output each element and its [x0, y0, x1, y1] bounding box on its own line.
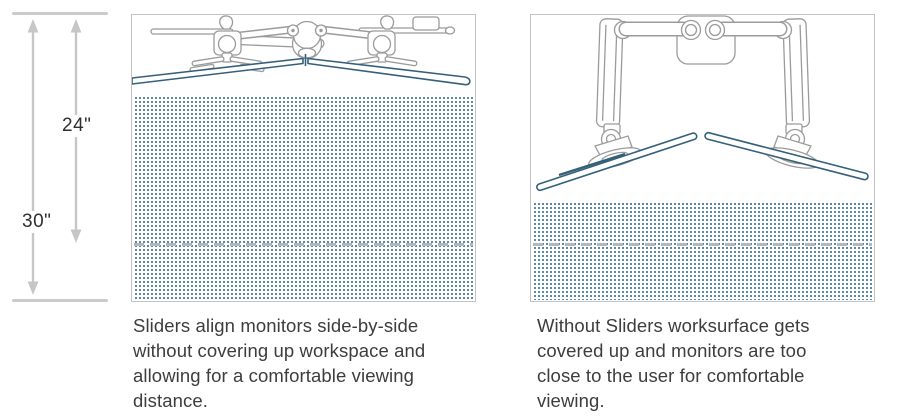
- workspace-dots-area: [532, 201, 873, 300]
- dimension-arrows-icon: [27, 19, 82, 295]
- monitor-arm-without-sliders-icon: [536, 15, 869, 192]
- workspace-dots-area: [133, 95, 474, 300]
- dimension-line-bottom: [12, 299, 108, 302]
- measurement-column: 24" 30": [0, 0, 125, 419]
- user-position-dashed-line: [533, 243, 872, 246]
- dimension-label-24in: 24": [59, 115, 95, 137]
- panel-without-sliders: [530, 14, 875, 302]
- user-position-dashed-line: [134, 243, 473, 246]
- caption-without-sliders: Without Sliders worksurface gets covered…: [537, 315, 810, 411]
- panel-with-sliders: [131, 14, 476, 302]
- dimension-line-top: [12, 12, 108, 15]
- caption-with-sliders: Sliders align monitors side-by-side with…: [133, 315, 426, 411]
- monitor-arm-with-sliders-icon: [132, 15, 471, 86]
- dimension-label-30in: 30": [19, 211, 55, 233]
